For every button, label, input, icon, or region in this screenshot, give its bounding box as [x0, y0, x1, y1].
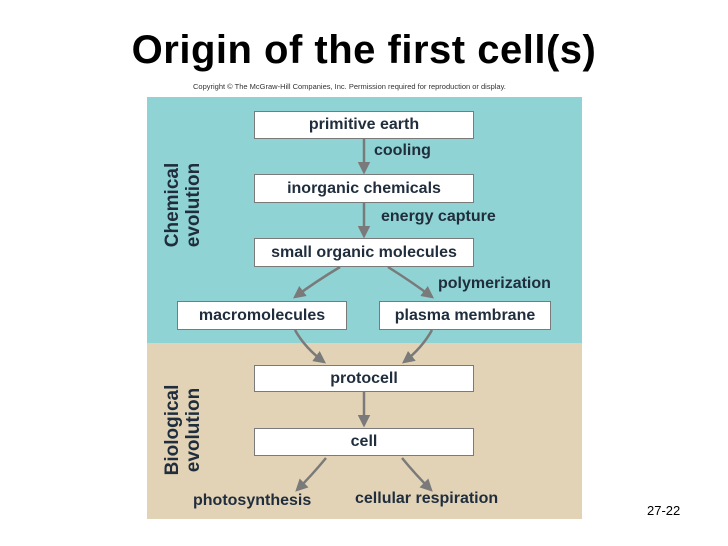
label-photosynthesis: photosynthesis [193, 492, 312, 509]
box-inorganic-chemicals: inorganic chemicals [254, 174, 474, 203]
arrow-membrane-to-protocell [402, 329, 434, 364]
label-cooling: cooling [374, 142, 431, 159]
arrow-cell-to-respiration [401, 457, 433, 492]
box-cell: cell [254, 428, 474, 456]
arrow-organic-to-membrane [387, 265, 435, 299]
slide-title: Origin of the first cell(s) [131, 28, 597, 72]
box-plasma-membrane: plasma membrane [379, 301, 551, 330]
arrow-organic-to-macromolecules [292, 265, 341, 299]
label-energy-capture: energy capture [381, 208, 496, 225]
box-protocell: protocell [254, 365, 474, 392]
label-cellular-respiration: cellular respiration [355, 490, 499, 507]
copyright-notice: Copyright © The McGraw-Hill Companies, I… [193, 82, 506, 91]
box-macromolecules: macromolecules [177, 301, 347, 330]
slide-number: 27-22 [647, 503, 681, 518]
arrow-cell-to-photosynthesis [295, 457, 327, 492]
box-primitive-earth: primitive earth [254, 111, 474, 139]
label-polymerization: polymerization [438, 275, 551, 292]
arrow-macromolecules-to-protocell [293, 329, 327, 364]
box-small-organic-molecules: small organic molecules [254, 238, 474, 267]
